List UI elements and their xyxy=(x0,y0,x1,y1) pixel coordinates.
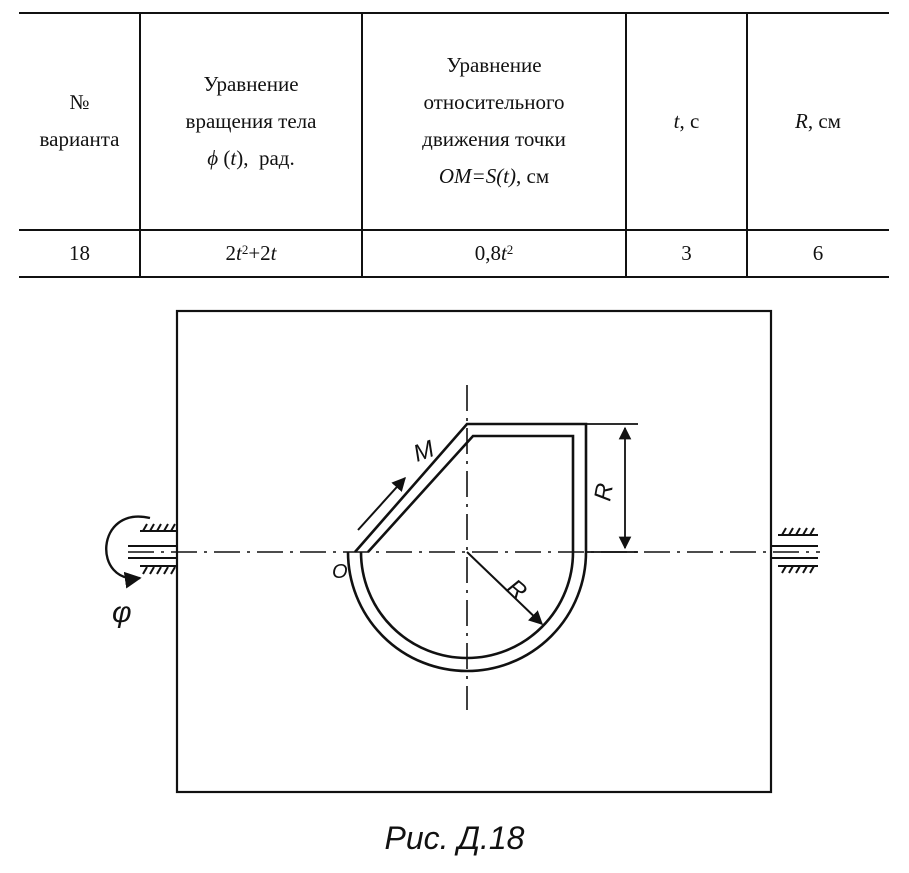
mechanism-figure: M O R R φ xyxy=(105,309,820,794)
header-relative-line1: Уравнение xyxy=(446,53,542,77)
label-O: O xyxy=(332,561,348,583)
relative-coef: 0,8 xyxy=(474,241,501,265)
header-relative-motion: Уравнение относительного движения точки … xyxy=(362,12,626,230)
cell-relative: 0,8t2 xyxy=(362,230,626,277)
radius-arrow xyxy=(466,551,544,625)
cell-radius: 6 xyxy=(747,230,889,277)
variant-value: 18 xyxy=(69,241,90,265)
radius-var: R xyxy=(795,108,808,133)
cell-time: 3 xyxy=(626,230,747,277)
rotation-t2: t xyxy=(270,241,277,265)
cell-variant: 18 xyxy=(19,230,140,277)
header-radius: R, см xyxy=(747,12,889,230)
header-variant: № варианта xyxy=(19,12,140,230)
left-bearing xyxy=(105,515,178,589)
data-table: № варианта Уравнение вращения тела ϕ (t)… xyxy=(19,12,889,278)
relative-exp: 2 xyxy=(506,242,514,257)
figure-caption: Рис. Д.18 xyxy=(384,820,525,856)
tube-inner xyxy=(359,434,575,660)
rotation-unit: рад. xyxy=(258,145,295,170)
table-grid xyxy=(19,12,889,278)
label-R-radius: R xyxy=(501,574,532,606)
header-time: t, с xyxy=(626,12,747,230)
header-variant-line2: варианта xyxy=(39,127,120,151)
dimension-R xyxy=(586,423,638,553)
rotation-plus: +2 xyxy=(248,241,271,265)
time-unit: , с xyxy=(679,108,700,133)
t-symbol: t xyxy=(230,145,237,170)
phi-symbol: ϕ xyxy=(207,145,219,170)
header-rotation-line1: Уравнение xyxy=(203,71,299,96)
header-rotation: Уравнение вращения тела ϕ (t), рад. xyxy=(140,12,362,230)
header-rotation-line2: вращения тела xyxy=(185,108,317,133)
rotation-coef: 2 xyxy=(225,241,236,265)
header-variant-line1: № xyxy=(69,90,90,114)
relative-unit: , см xyxy=(516,164,550,188)
label-phi: φ xyxy=(112,596,132,629)
radius-unit: , см xyxy=(807,108,841,133)
header-relative-line4: OM=S(t), см xyxy=(439,158,549,195)
relative-t: t xyxy=(500,241,507,265)
time-value: 3 xyxy=(681,241,692,265)
cell-rotation: 2t2+2t xyxy=(140,230,362,277)
right-bearing xyxy=(771,527,818,574)
time-var: t xyxy=(673,108,680,133)
motion-arrow xyxy=(357,476,406,531)
header-relative-line2: относительного xyxy=(423,90,565,114)
header-relative-line3: движения точки xyxy=(422,127,566,151)
om-formula: OM=S(t) xyxy=(438,164,517,188)
radius-value: 6 xyxy=(812,241,824,265)
rotation-t: t xyxy=(235,241,242,265)
label-R-vertical: R xyxy=(589,481,619,503)
tube xyxy=(346,422,588,673)
tube-outer xyxy=(346,422,588,673)
header-rotation-line3: ϕ (t), рад. xyxy=(207,145,295,170)
rotation-exp: 2 xyxy=(241,242,249,257)
